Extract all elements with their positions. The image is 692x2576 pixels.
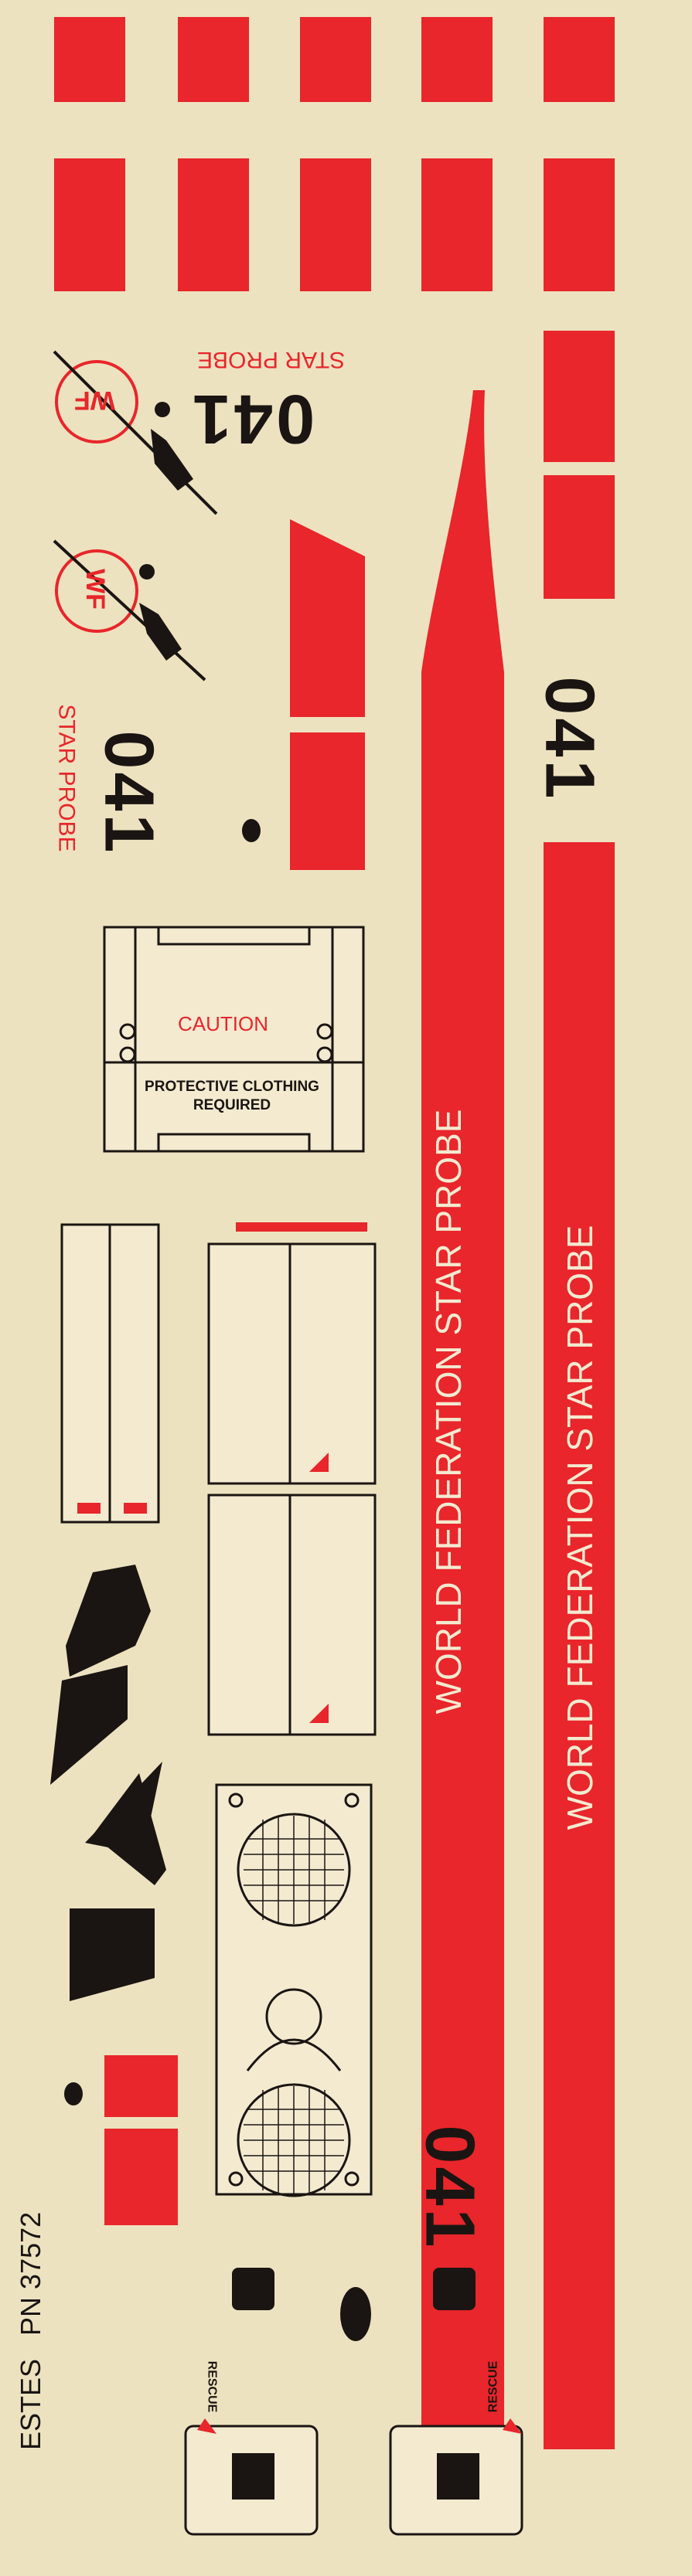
part-number: ESTES PN 37572 xyxy=(15,2211,46,2450)
ship-number-right: 041 xyxy=(530,676,608,802)
red-block xyxy=(544,158,615,291)
red-block xyxy=(421,17,493,102)
red-block xyxy=(544,17,615,102)
wedge-blocks xyxy=(290,519,365,870)
dot xyxy=(64,2082,83,2105)
equipment-panel-tall xyxy=(60,1223,160,1524)
rescue-label-right: RESCUE xyxy=(486,2360,500,2413)
wf-insignia-bottom xyxy=(53,539,206,681)
caution-body: PROTECTIVE CLOTHING REQUIRED xyxy=(145,1079,319,1113)
dot xyxy=(242,819,261,842)
red-block xyxy=(178,158,249,291)
ship-number-top: 041 xyxy=(189,380,315,457)
rescue-hatches xyxy=(184,2268,523,2536)
red-block-grid xyxy=(54,17,615,291)
wf-insignia-top xyxy=(53,350,218,515)
door-panel-1 xyxy=(207,1242,377,1485)
rescue-label-left: RESCUE xyxy=(205,2360,219,2413)
red-bar xyxy=(236,1222,367,1232)
ship-number-left: 041 xyxy=(90,730,168,856)
caution-panel-art xyxy=(103,926,365,1153)
red-block xyxy=(54,17,125,102)
stripe-text-right: WORLD FEDERATION STAR PROBE xyxy=(560,1225,600,1830)
red-block xyxy=(178,17,249,102)
red-block xyxy=(300,158,371,291)
left-stripe xyxy=(421,390,504,2442)
grille-mesh xyxy=(244,1816,344,2194)
insignia-letters-bottom: WF xyxy=(80,569,110,610)
insignia-letters-top: WF xyxy=(74,386,115,415)
ship-number-lower: 041 xyxy=(411,2125,489,2251)
right-red-blocks xyxy=(544,331,615,599)
red-block xyxy=(421,158,493,291)
caution-heading: CAUTION xyxy=(178,1012,268,1035)
star-probe-label-left: STAR PROBE xyxy=(53,704,80,852)
right-stripe xyxy=(544,842,615,2449)
star-probe-label-top: STAR PROBE xyxy=(197,347,346,372)
red-block xyxy=(54,158,125,291)
stripe-text-left: WORLD FEDERATION STAR PROBE xyxy=(428,1109,469,1715)
window-decals xyxy=(50,1565,166,2001)
door-panel-2 xyxy=(207,1494,377,1736)
red-block xyxy=(300,17,371,102)
lower-red-blocks xyxy=(104,2055,178,2225)
